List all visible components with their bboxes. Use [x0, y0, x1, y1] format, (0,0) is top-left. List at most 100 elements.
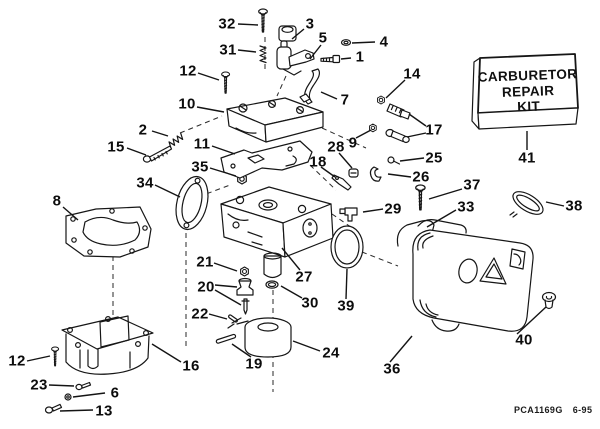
- part-callout-29: 29: [384, 200, 402, 218]
- pin-19-art: [215, 333, 237, 344]
- part-callout-15: 15: [107, 138, 125, 156]
- part-callout-32: 32: [218, 15, 236, 33]
- leader-line-18: [320, 166, 336, 178]
- drawing-date-text: 6-95: [572, 405, 593, 415]
- needle-18-art: [331, 174, 352, 191]
- screw-25-art: [387, 156, 401, 165]
- part-callout-16: 16: [182, 357, 200, 375]
- kit-box-line-1: CARBURETOR: [477, 66, 577, 84]
- leader-line-35: [209, 167, 237, 177]
- part-callout-2: 2: [138, 121, 148, 139]
- part-callout-12: 12: [179, 62, 197, 80]
- clamp-26-art: [369, 166, 382, 182]
- leader-line-11: [211, 145, 236, 155]
- oring-30-art: [265, 280, 279, 289]
- nozzle-27-art: [263, 252, 282, 279]
- leader-line-36: [389, 335, 413, 363]
- leader-line-24: [292, 340, 321, 352]
- part-callout-34: 34: [136, 174, 154, 192]
- inlet-needle-20-art: [236, 277, 254, 315]
- part-callout-38: 38: [565, 197, 583, 215]
- part-callout-19: 19: [245, 355, 263, 373]
- part-callout-8: 8: [52, 192, 62, 210]
- link-7-art: [304, 68, 321, 105]
- cup-3-art: [278, 25, 297, 42]
- leader-line-13: [59, 409, 94, 412]
- leader-line-27: [281, 247, 301, 271]
- part-callout-10: 10: [178, 95, 196, 113]
- leader-line-31: [237, 49, 257, 53]
- screw-32-art: [258, 8, 268, 33]
- leader-line-6: [72, 392, 106, 398]
- part-callout-22: 22: [191, 305, 209, 323]
- fitting-29-art: [339, 207, 358, 222]
- leader-line-12: [26, 355, 51, 362]
- fittings-17-art: [385, 103, 411, 144]
- leader-line-28: [338, 152, 353, 169]
- screw-23-art: [75, 381, 92, 391]
- leader-line-8: [62, 206, 79, 221]
- leader-line-12: [197, 72, 220, 81]
- carburetor-body-art: [220, 186, 334, 258]
- leader-line-22: [208, 313, 228, 320]
- part-callout-37: 37: [463, 176, 481, 194]
- leader-line-21: [213, 262, 238, 272]
- gasket-34-art: [175, 175, 209, 231]
- part-callout-4: 4: [379, 33, 389, 51]
- drawing-code: PCA1169G 6-95: [514, 405, 592, 415]
- part-callout-14: 14: [403, 65, 421, 83]
- part-callout-25: 25: [425, 149, 443, 167]
- gasket-11-art: [220, 140, 313, 179]
- leader-line-38: [545, 201, 565, 207]
- leader-line-37: [428, 188, 463, 200]
- float-bowl-16-art: [61, 315, 154, 375]
- kit-box-line-3: KIT: [517, 99, 541, 115]
- screw-13-art: [44, 403, 63, 414]
- leader-line-9: [355, 129, 372, 139]
- leader-line-29: [362, 208, 384, 213]
- leader-line-16: [151, 343, 182, 363]
- leader-line-26: [387, 173, 412, 178]
- drawing-code-text: PCA1169G: [514, 405, 563, 415]
- screw-15-art: [142, 145, 173, 163]
- repair-kit-box: CARBURETOR REPAIR KIT: [471, 53, 579, 130]
- leader-line-1: [340, 57, 352, 60]
- leader-line-19: [231, 343, 252, 358]
- leader-line-20: [214, 289, 242, 306]
- part-callout-40: 40: [515, 331, 533, 349]
- needle-valve-5-art: [276, 40, 315, 76]
- leader-line-34: [154, 184, 181, 198]
- leader-line-30: [280, 285, 303, 299]
- leader-line-5: [309, 44, 322, 60]
- air-silencer-36-art: [396, 219, 534, 332]
- kit-box-line-2: REPAIR: [502, 83, 555, 100]
- part-callout-31: 31: [219, 41, 237, 59]
- leader-line-17: [406, 132, 427, 138]
- leader-line-14: [385, 79, 406, 99]
- part-callout-12: 12: [8, 352, 26, 370]
- part-callout-21: 21: [196, 253, 214, 271]
- part-callout-18: 18: [309, 153, 327, 171]
- nut-6-art: [64, 393, 72, 401]
- screw-12-top-art: [221, 71, 231, 94]
- knob-40-art: [541, 291, 557, 310]
- part-callout-30: 30: [301, 294, 319, 312]
- part-callout-28: 28: [327, 138, 345, 156]
- leader-line-33: [426, 209, 457, 228]
- part-callout-6: 6: [110, 384, 120, 402]
- leader-line-32: [237, 23, 259, 26]
- screw-37-art: [415, 184, 426, 211]
- screw-1-art: [320, 54, 341, 64]
- nut-21-art: [240, 266, 249, 277]
- leader-line-4: [351, 41, 376, 44]
- cap-28-art: [348, 168, 359, 178]
- leader-lines: [26, 23, 565, 412]
- oring-39-art: [330, 225, 364, 269]
- leader-line-20: [214, 284, 238, 288]
- screw-12-bottom-art: [51, 346, 60, 367]
- top-cover-10-art: [226, 93, 324, 143]
- part-callout-23: 23: [30, 376, 48, 394]
- part-callout-17: 17: [425, 121, 443, 139]
- part-callout-36: 36: [383, 360, 401, 378]
- leader-line-3: [291, 28, 305, 40]
